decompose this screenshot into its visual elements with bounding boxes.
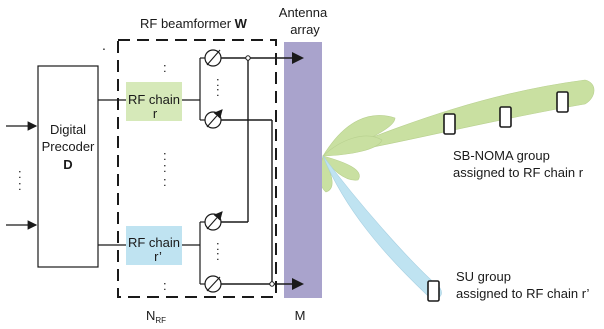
rf-chain-r-label: RF chain — [128, 92, 180, 107]
su-group-label: assigned to RF chain r’ — [456, 286, 590, 301]
rf-beamformer-title: RF beamformer W — [140, 16, 248, 31]
ellipsis-dots: : — [163, 160, 167, 175]
rf-beamformer-box — [117, 39, 277, 298]
ellipsis-dots: : — [163, 148, 167, 163]
sb-noma-group-label: assigned to RF chain r — [453, 165, 584, 180]
beam-lobes — [319, 79, 595, 299]
phone-icon — [427, 280, 440, 302]
ellipsis-dots: : — [18, 166, 22, 181]
ellipsis-dots: : — [216, 84, 220, 99]
digital-precoder-label: Precoder — [42, 139, 95, 154]
beam-main-green — [322, 79, 595, 157]
antenna-array-title: array — [290, 22, 320, 37]
phase-shifter-icon — [204, 49, 222, 67]
sb-noma-group-label: SB-NOMA group — [453, 148, 550, 163]
su-group-label: SU group — [456, 269, 511, 284]
beam-side-lobe — [322, 135, 383, 157]
phone-icon — [556, 91, 569, 113]
n-rf-label: NRF — [146, 308, 166, 325]
ellipsis-dots: : — [216, 248, 220, 263]
ellipsis-dots: . — [102, 37, 106, 53]
junction-dot — [269, 281, 275, 287]
beam-main-blue — [322, 155, 442, 299]
digital-precoder-label: D — [63, 157, 72, 172]
phase-shifter-icon — [204, 109, 223, 129]
rf-chain-r-label: r — [153, 106, 158, 121]
rf-chain-r-prime-label: r’ — [154, 249, 162, 264]
ellipsis-dots: : — [163, 174, 167, 189]
digital-precoder-label: Digital — [50, 122, 86, 137]
phone-icon — [499, 106, 512, 128]
rf-chain-r-prime-label: RF chain — [128, 235, 180, 250]
rf-chain-r-prime-box — [126, 226, 182, 265]
rf-chain-r-box — [126, 82, 182, 121]
ellipsis-dots: : — [18, 178, 22, 193]
m-label: M — [295, 308, 306, 323]
junction-dot — [245, 55, 251, 61]
phone-icon — [443, 113, 456, 135]
digital-precoder-box — [37, 65, 99, 268]
phase-shifter-icon — [204, 211, 223, 231]
ellipsis-dots: : — [163, 278, 167, 293]
ellipsis-dots: : — [163, 60, 167, 75]
antenna-array — [284, 42, 322, 298]
antenna-element-icon — [292, 52, 304, 64]
antenna-element-icon — [292, 278, 304, 290]
ellipsis-dots: : — [216, 238, 220, 253]
phase-shifter-icon — [204, 275, 222, 293]
ellipsis-dots: : — [216, 74, 220, 89]
antenna-array-title: Antenna — [279, 5, 328, 20]
